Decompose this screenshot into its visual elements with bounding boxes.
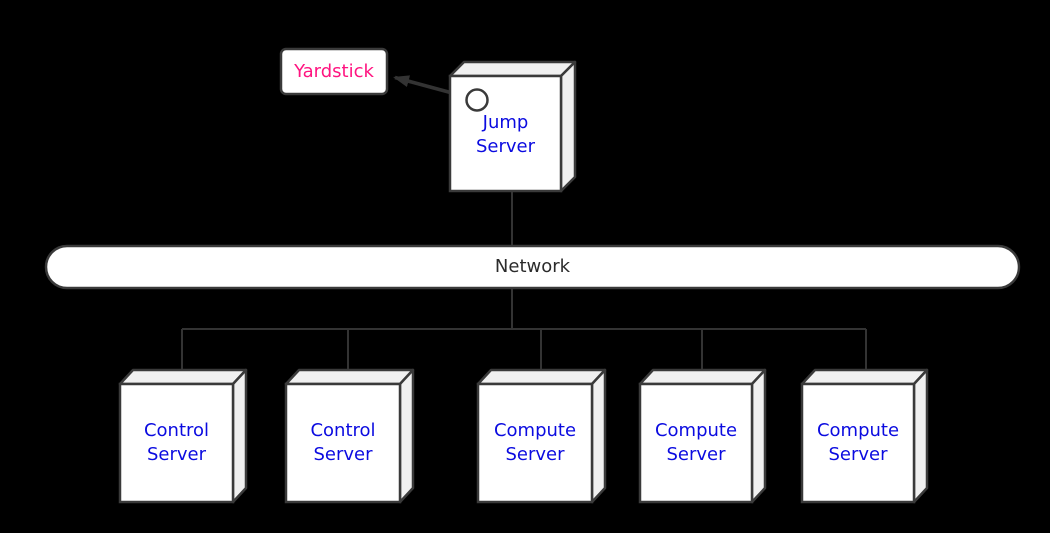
- server-1-front-face: [118, 382, 235, 504]
- connector-circle: [465, 88, 489, 112]
- yardstick-node: [279, 47, 389, 96]
- server-node-5: [800, 368, 929, 504]
- jump-server-front-face: [448, 74, 563, 193]
- server-2-side-face: [398, 368, 415, 504]
- server-3-front-face: [476, 382, 594, 504]
- server-node-3: [476, 368, 607, 504]
- server-1-top-face: [118, 368, 248, 386]
- server-1-side-face: [231, 368, 248, 504]
- server-3-side-face: [590, 368, 607, 504]
- server-node-4: [638, 368, 767, 504]
- network-node: [44, 244, 1021, 290]
- jump-server-side-face: [559, 60, 577, 193]
- jump-server-node: [448, 60, 577, 193]
- server-4-side-face: [750, 368, 767, 504]
- server-5-front-face: [800, 382, 916, 504]
- server-node-2: [284, 368, 415, 504]
- server-5-top-face: [800, 368, 929, 386]
- server-4-top-face: [638, 368, 767, 386]
- server-2-top-face: [284, 368, 415, 386]
- server-nodes: [118, 368, 929, 504]
- server-node-1: [118, 368, 248, 504]
- server-5-side-face: [912, 368, 929, 504]
- server-2-front-face: [284, 382, 402, 504]
- server-3-top-face: [476, 368, 607, 386]
- server-4-front-face: [638, 382, 754, 504]
- jump-server-top-face: [448, 60, 577, 78]
- edge-group: [181, 191, 867, 371]
